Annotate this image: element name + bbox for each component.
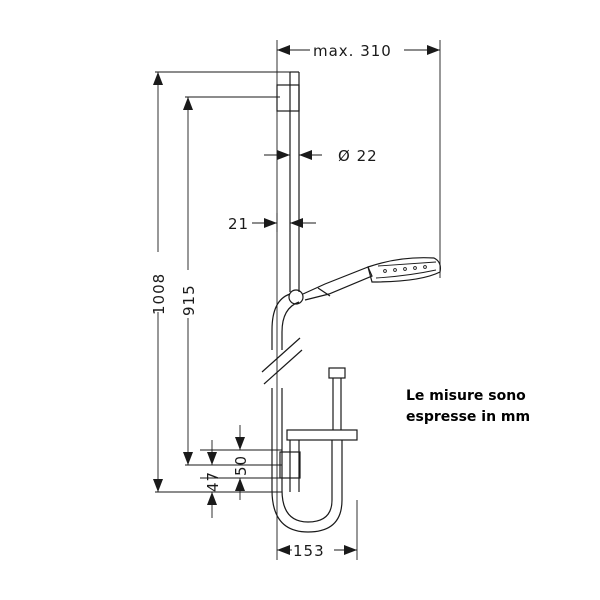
extension-lines [155, 40, 441, 560]
dimension-label-max-width: max. 310 [313, 42, 392, 60]
shower-rail [276, 71, 300, 292]
dimension-diameter: Ø 22 [264, 147, 378, 165]
dimension-depth: 153 [277, 542, 357, 560]
dimension-max-width: max. 310 [277, 42, 440, 60]
dimension-label-bracket-47: 47 [204, 471, 222, 492]
dimension-label-bracket-50: 50 [232, 455, 250, 476]
hand-shower [288, 257, 441, 305]
dimension-label-offset: 21 [228, 215, 249, 233]
dimension-bracket-50: 50 [232, 425, 250, 500]
dimension-rail-height: 915 [176, 97, 200, 465]
shelf [279, 429, 358, 492]
dimension-offset: 21 [228, 213, 316, 233]
dimension-bracket-47: 47 [204, 440, 222, 518]
units-note: Le misure sono espresse in mm [406, 386, 576, 428]
curved-rail [261, 293, 346, 533]
dimension-label-rail-height: 915 [180, 284, 198, 316]
units-note-line-1: Le misure sono [406, 388, 526, 404]
units-note-line-2: espresse in mm [406, 409, 531, 425]
dimension-total-height: 1008 [146, 72, 170, 492]
dimension-label-depth: 153 [293, 542, 325, 560]
dimension-label-total-height: 1008 [150, 273, 168, 315]
dimension-label-diameter: Ø 22 [338, 147, 378, 165]
